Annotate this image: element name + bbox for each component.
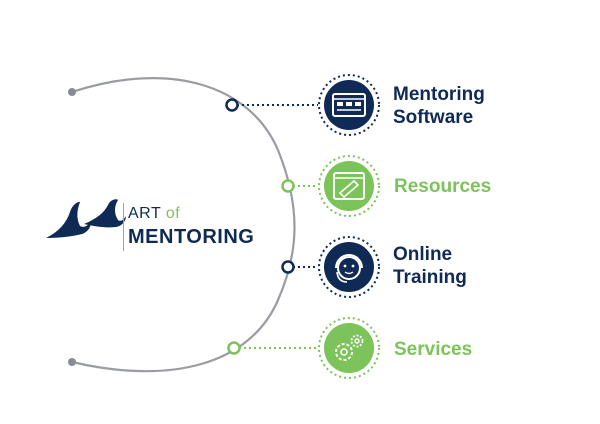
logo-word-mentoring: MENTORING: [128, 226, 255, 248]
node-point-2: [281, 179, 295, 193]
gears-icon: [318, 317, 380, 379]
arc-outline: [71, 77, 296, 373]
node-point-3: [281, 260, 295, 274]
label-mentoring-software: Mentoring Software: [393, 84, 485, 128]
logo-divider: [123, 203, 124, 251]
arc-end-dot-bottom: [68, 358, 76, 366]
label-online-training: Online Training: [393, 244, 467, 288]
logo-word-art: ART: [128, 205, 161, 222]
logo-wordmark-top: ART of: [128, 205, 180, 223]
headset-person-icon: [318, 236, 380, 298]
logo-word-of: of: [165, 205, 181, 222]
arc-end-dot-top: [68, 88, 76, 96]
geese-logo-icon: [46, 199, 126, 238]
node-point-1: [225, 98, 239, 112]
label-services: Services: [394, 339, 473, 360]
software-dashboard-icon: [318, 74, 380, 136]
label-resources: Resources: [394, 176, 492, 197]
node-point-4: [227, 341, 241, 355]
document-pencil-icon: [318, 155, 380, 217]
